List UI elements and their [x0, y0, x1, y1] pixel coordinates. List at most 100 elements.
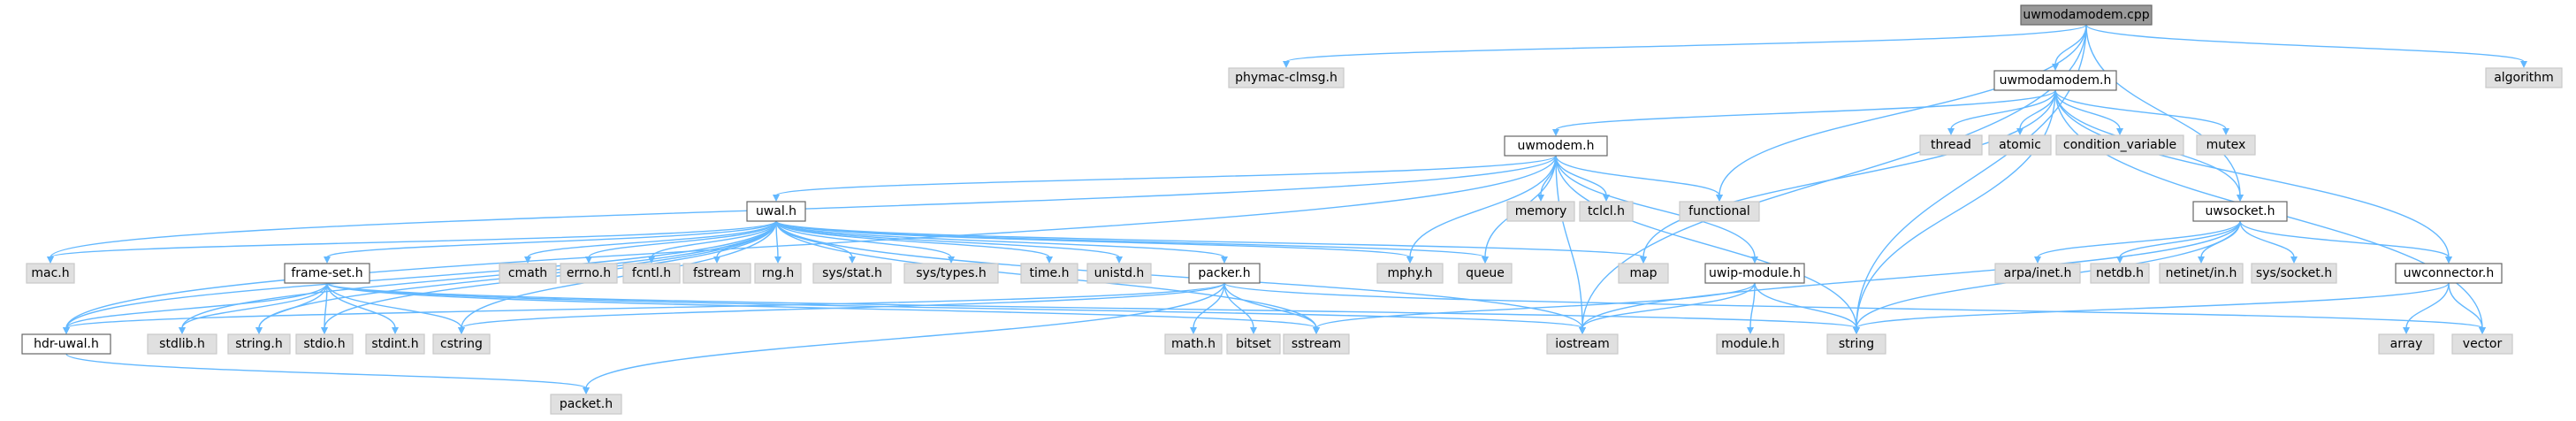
node-label-mac: mac.h: [31, 266, 69, 280]
node-label-memory: memory: [1515, 204, 1567, 218]
edge-arrowhead-uwmodem_h-to-tclcl: [1603, 195, 1610, 202]
node-box-condvar: [2055, 134, 2184, 156]
edge-frameset-to-stdio: [324, 282, 328, 329]
node-box-fcntl: [622, 263, 681, 284]
node-box-uwmodem_h[interactable]: [1504, 135, 1608, 157]
node-box-uwipmodule[interactable]: [1704, 263, 1805, 284]
node-box-string: [1826, 333, 1886, 355]
edge-uwal_h-to-hdruwal: [65, 220, 777, 329]
node-label-rng: rng.h: [762, 266, 795, 280]
edge-arrowhead-uwal_h-to-errno: [585, 256, 592, 264]
edge-arrowhead-uwipmodule-to-sstream: [1313, 327, 1320, 334]
edge-uwal_h-to-frameset: [326, 220, 777, 258]
edge-packer-to-bitset: [1223, 282, 1254, 329]
edge-uwmodem_h-to-iostream: [1555, 155, 1583, 329]
edge-arrowhead-uwal_h-to-cmath: [524, 256, 531, 264]
edge-arrowhead-uwmodamodem_h-to-uwsocket_h: [2237, 195, 2244, 202]
edge-packer-to-cstring: [461, 282, 1225, 329]
node-box-string_h: [227, 333, 291, 355]
node-uwal_h[interactable]: uwal.h: [746, 201, 806, 222]
edge-frameset-to-stdlib: [181, 282, 328, 329]
node-uwmodem_h[interactable]: uwmodem.h: [1504, 135, 1608, 157]
node-uwmodamodem_h[interactable]: uwmodamodem.h: [1993, 70, 2117, 91]
node-box-packer[interactable]: [1188, 263, 1261, 284]
node-netinet: netinet/in.h: [2159, 263, 2244, 284]
node-uwconnector[interactable]: uwconnector.h: [2395, 263, 2503, 284]
node-box-uwmodamodem_h[interactable]: [1993, 70, 2117, 91]
edge-arrowhead-uwsocket_h-to-arpa: [2034, 256, 2041, 264]
edge-frameset-to-string: [326, 282, 1857, 329]
node-box-hdruwal[interactable]: [21, 333, 111, 355]
node-box-frameset[interactable]: [284, 263, 370, 284]
node-box-mathh: [1164, 333, 1223, 355]
node-cstring: cstring: [432, 333, 491, 355]
edge-uwsocket_h-to-iostream: [1581, 220, 2241, 329]
node-condvar: condition_variable: [2055, 134, 2184, 156]
node-label-root: uwmodamodem.cpp: [2023, 8, 2149, 22]
node-label-sstream: sstream: [1292, 337, 1341, 351]
edge-arrowhead-frameset-to-stdint: [392, 327, 399, 334]
node-box-uwal_h[interactable]: [746, 201, 806, 222]
node-box-sstream: [1283, 333, 1350, 355]
edge-arrowhead-uwmodem_h-to-uwal_h: [773, 195, 780, 202]
edge-arrowhead-uwsocket_h-to-iostream: [1579, 327, 1586, 334]
node-label-string_h: string.h: [235, 337, 283, 351]
node-hdruwal[interactable]: hdr-uwal.h: [21, 333, 111, 355]
node-label-time: time.h: [1030, 266, 1070, 280]
node-box-atomic: [1988, 134, 2052, 156]
edge-root-to-phymac: [1285, 24, 2087, 63]
node-root[interactable]: uwmodamodem.cpp: [2020, 4, 2153, 26]
node-mphy: mphy.h: [1376, 263, 1444, 284]
edge-uwmodem_h-to-mphy: [1409, 155, 1557, 258]
node-atomic: atomic: [1988, 134, 2052, 156]
node-box-uwconnector[interactable]: [2395, 263, 2503, 284]
node-label-condvar: condition_variable: [2063, 138, 2176, 152]
node-uwsocket_h[interactable]: uwsocket.h: [2192, 201, 2288, 222]
node-box-uwsocket_h[interactable]: [2192, 201, 2288, 222]
edge-arrowhead-uwal_h-to-unistd: [1116, 256, 1123, 264]
node-tclcl: tclcl.h: [1579, 201, 1634, 222]
edge-uwmodamodem_h-to-string: [1856, 89, 2056, 329]
node-packer[interactable]: packer.h: [1188, 263, 1261, 284]
edge-uwal_h-to-fcntl: [651, 220, 777, 258]
node-array: array: [2378, 333, 2435, 355]
edge-arrowhead-hdruwal-to-packet: [583, 387, 590, 394]
node-box-time: [1020, 263, 1078, 284]
edge-packer-to-vector: [1223, 282, 2483, 329]
node-string_h: string.h: [227, 333, 291, 355]
node-frameset[interactable]: frame-set.h: [284, 263, 370, 284]
edge-arrowhead-frameset-to-string_h: [255, 327, 263, 334]
edge-frameset-to-cstring: [326, 282, 462, 329]
node-label-bitset: bitset: [1236, 337, 1271, 351]
edge-uwal_h-to-packer: [775, 220, 1225, 258]
edge-uwconnector-to-vector: [2448, 282, 2483, 329]
edge-uwmodamodem_h-to-thread: [1950, 89, 2056, 130]
node-stdint: stdint.h: [365, 333, 425, 355]
edge-arrowhead-uwconnector-to-array: [2403, 327, 2410, 334]
node-functional: functional: [1679, 201, 1760, 222]
node-label-tclcl: tclcl.h: [1588, 204, 1625, 218]
node-phymac: phymac-clmsg.h: [1228, 67, 1345, 88]
edge-packer-to-packet: [585, 282, 1225, 389]
node-box-mphy: [1376, 263, 1444, 284]
node-box-phymac: [1228, 67, 1345, 88]
nodes-layer: uwmodamodem.cpp phymac-clmsg.h uwmodamodem…: [21, 4, 2563, 415]
edge-uwal_h-to-rng: [775, 220, 779, 258]
edge-arrowhead-uwal_h-to-mac: [47, 256, 54, 264]
edge-arrowhead-packer-to-cstring: [458, 327, 465, 334]
node-box-stdio: [295, 333, 354, 355]
node-memory: memory: [1506, 201, 1575, 222]
edge-arrowhead-root-to-phymac: [1283, 61, 1290, 68]
node-box-root[interactable]: [2020, 4, 2153, 26]
edge-uwmodamodem_h-to-uwconnector: [2054, 89, 2450, 258]
node-uwipmodule[interactable]: uwip-module.h: [1704, 263, 1805, 284]
edge-arrowhead-uwmodem_h-to-memory: [1537, 195, 1544, 202]
node-label-sysstat: sys/stat.h: [822, 266, 882, 280]
edge-uwsocket_h-to-syssocket: [2239, 220, 2295, 258]
node-label-syssocket: sys/socket.h: [2256, 266, 2332, 280]
node-label-uwipmodule: uwip-module.h: [1709, 266, 1801, 280]
edge-uwconnector-to-array: [2405, 282, 2450, 329]
node-label-uwmodamodem_h: uwmodamodem.h: [2000, 73, 2112, 88]
node-label-unistd: unistd.h: [1094, 266, 1145, 280]
node-box-arpa: [1994, 263, 2081, 284]
